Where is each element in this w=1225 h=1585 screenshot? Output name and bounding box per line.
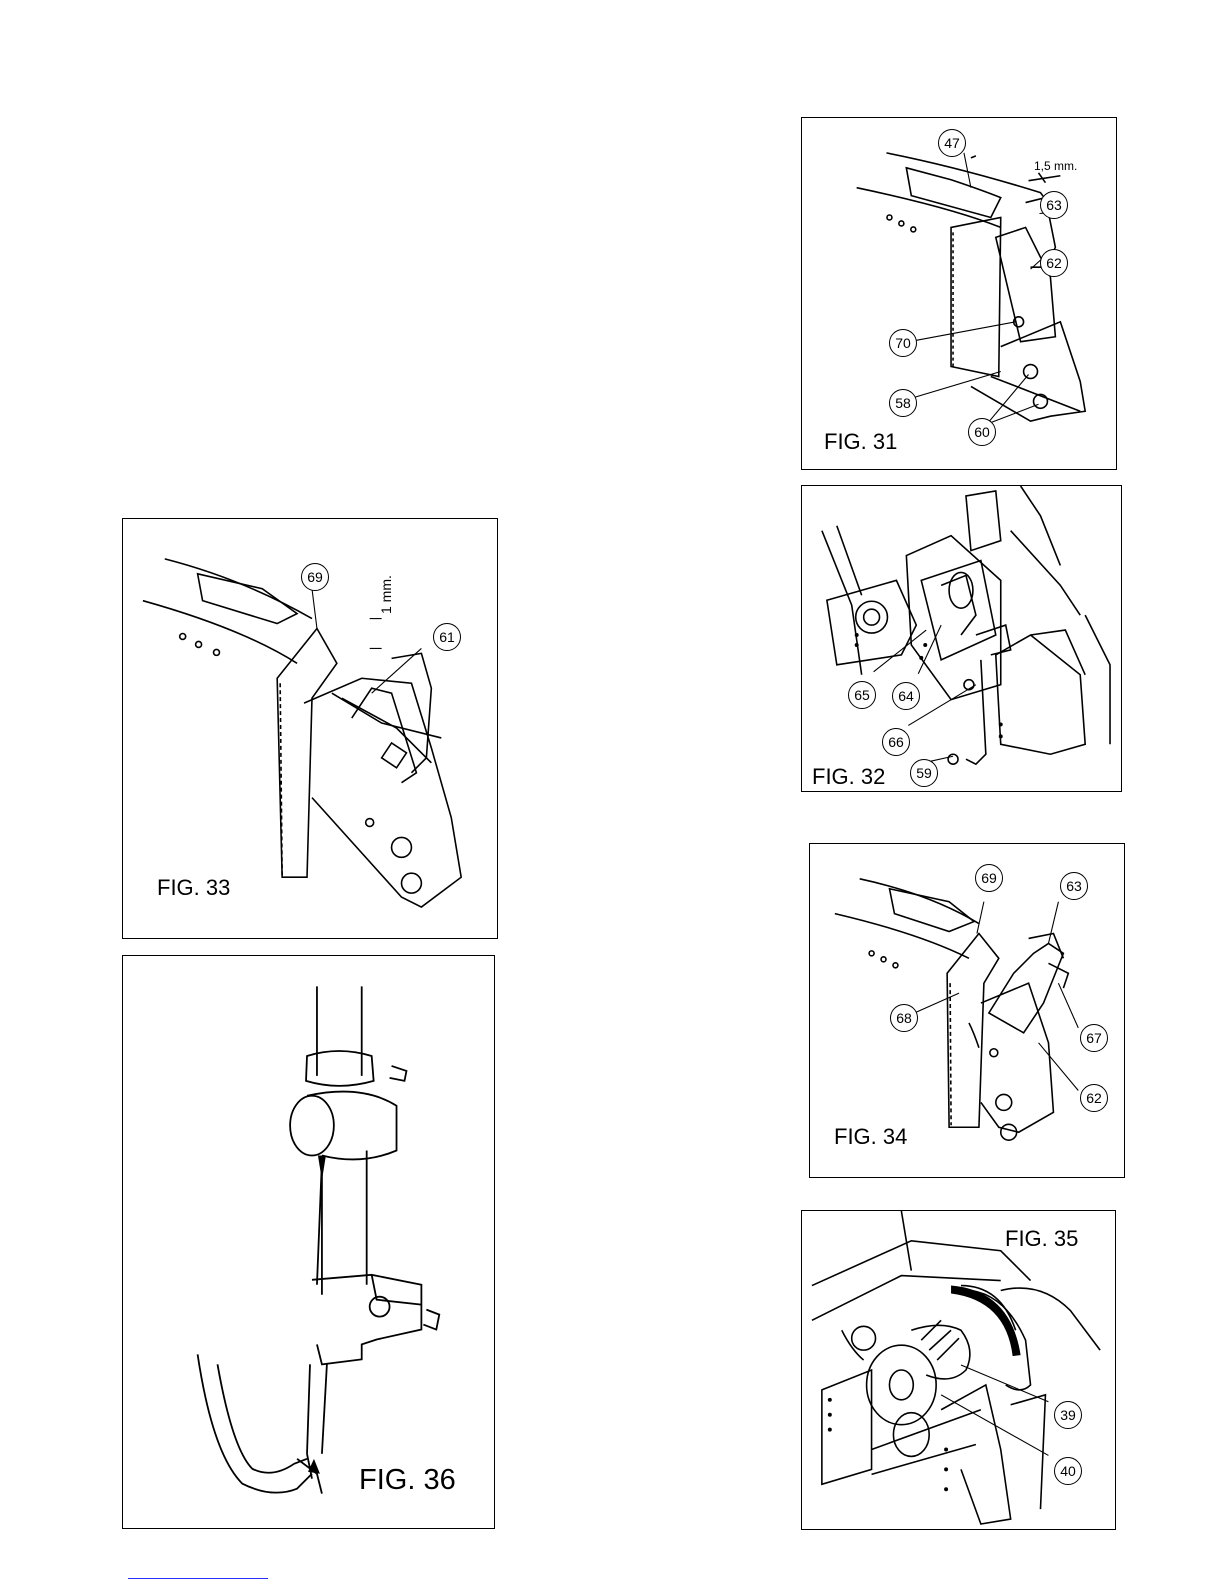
figure-35: FIG. 35 39 40 <box>801 1210 1116 1530</box>
callout-69: 69 <box>301 563 329 591</box>
dimension-label: 1,5 mm. <box>1034 159 1077 173</box>
figure-35-label: FIG. 35 <box>1005 1226 1078 1252</box>
callout-62: 62 <box>1040 249 1068 277</box>
figure-31-label: FIG. 31 <box>824 429 897 455</box>
callout-39: 39 <box>1054 1401 1082 1429</box>
figure-32: 65 64 66 59 FIG. 32 <box>801 485 1122 792</box>
callout-70: 70 <box>889 329 917 357</box>
callout-58: 58 <box>889 389 917 417</box>
figure-36: FIG. 36 <box>122 955 495 1529</box>
callout-65: 65 <box>848 681 876 709</box>
callout-60: 60 <box>968 418 996 446</box>
figure-33: 69 1 mm. 61 FIG. 33 <box>122 518 498 939</box>
figure-32-drawing <box>802 486 1121 791</box>
figure-32-label: FIG. 32 <box>812 764 885 790</box>
callout-59: 59 <box>910 759 938 787</box>
callout-40: 40 <box>1054 1457 1082 1485</box>
callout-63: 63 <box>1040 191 1068 219</box>
figure-34: 69 63 68 67 62 FIG. 34 <box>809 843 1125 1178</box>
callout-64: 64 <box>892 682 920 710</box>
figure-36-label: FIG. 36 <box>359 1464 456 1497</box>
callout-61: 61 <box>433 623 461 651</box>
figure-33-label: FIG. 33 <box>157 875 230 901</box>
callout-47: 47 <box>938 129 966 157</box>
figure-36-drawing <box>123 956 494 1528</box>
footer-link-underline <box>128 1578 268 1579</box>
dimension-label: 1 mm. <box>378 575 394 614</box>
callout-67: 67 <box>1080 1024 1108 1052</box>
callout-68: 68 <box>890 1004 918 1032</box>
callout-63: 63 <box>1060 872 1088 900</box>
figure-34-label: FIG. 34 <box>834 1124 907 1150</box>
callout-66: 66 <box>882 728 910 756</box>
callout-69: 69 <box>975 864 1003 892</box>
callout-62: 62 <box>1080 1084 1108 1112</box>
figure-31: 47 1,5 mm. 63 62 70 58 60 FIG. 31 <box>801 117 1117 470</box>
